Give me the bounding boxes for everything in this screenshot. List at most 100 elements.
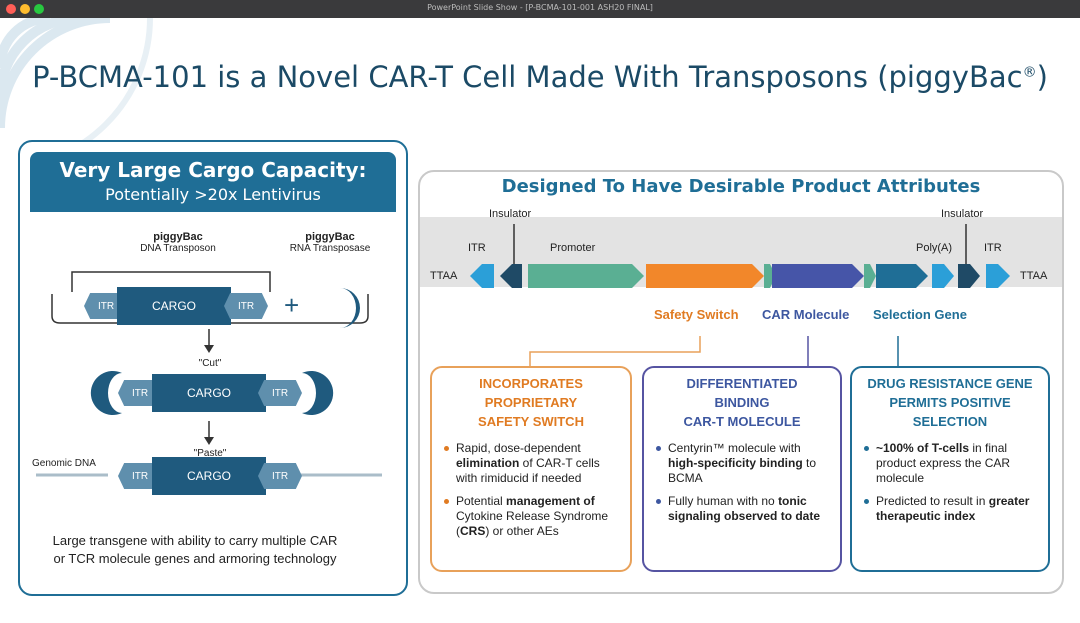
selection-gene-label: Selection Gene <box>873 307 967 322</box>
list-item: Rapid, dose-dependent elimination of CAR… <box>444 441 618 486</box>
linker-2-element <box>864 264 876 288</box>
selection-title-line-2: PERMITS POSITIVE <box>889 395 1011 410</box>
car-title-line-3: CAR-T MOLECULE <box>683 414 801 429</box>
minimize-window-button[interactable] <box>20 4 30 14</box>
selection-gene-box: DRUG RESISTANCE GENE PERMITS POSITIVE SE… <box>850 366 1050 572</box>
car-title-line-1: DIFFERENTIATED <box>686 376 798 391</box>
product-attributes-title: Designed To Have Desirable Product Attri… <box>418 176 1064 197</box>
plus-sign: + <box>284 290 300 320</box>
bullet-text: to BCMA <box>668 456 817 485</box>
bullet-bold: elimination <box>456 456 520 470</box>
polya-element <box>932 264 954 288</box>
selection-title-line-3: SELECTION <box>912 414 988 429</box>
insulator-left-element <box>500 264 522 288</box>
registered-mark: ® <box>1022 64 1037 81</box>
window-titlebar: PowerPoint Slide Show - [P-BCMA-101-001 … <box>0 0 1080 18</box>
car-molecule-bullets: Centyrin™ molecule with high-specificity… <box>656 441 828 524</box>
maximize-window-button[interactable] <box>34 4 44 14</box>
list-item: Centyrin™ molecule with high-specificity… <box>656 441 828 486</box>
car-molecule-box: DIFFERENTIATED BINDING CAR-T MOLECULE Ce… <box>642 366 842 572</box>
bullet-text: Cytokine Release Syndrome ( <box>456 509 609 538</box>
dna-piggybac-text: piggyBac <box>153 231 203 243</box>
window-title: PowerPoint Slide Show - [P-BCMA-101-001 … <box>427 3 653 12</box>
left-caption-line-2: or TCR molecule genes and armoring techn… <box>53 551 337 566</box>
left-caption-line-1: Large transgene with ability to carry mu… <box>52 533 338 548</box>
bullet-text: Predicted to result in <box>876 494 989 508</box>
rna-transposase-label: piggyBac RNA Transposase <box>270 231 390 254</box>
polya-label: Poly(A) <box>916 242 953 254</box>
selection-gene-box-title: DRUG RESISTANCE GENE PERMITS POSITIVE SE… <box>852 374 1048 431</box>
cargo-capacity-title: Very Large Cargo Capacity: <box>59 158 367 182</box>
cut-end-left-icon <box>90 371 122 416</box>
insulator-right-label: Insulator <box>941 208 984 220</box>
cargo-capacity-subtitle: Potentially >20x Lentivirus <box>105 185 321 204</box>
safety-switch-element <box>646 264 764 288</box>
list-item: ~100% of T-cells in final product expres… <box>864 441 1036 486</box>
transposase-icon <box>340 288 360 328</box>
slide-title: P-BCMA-101 is a Novel CAR-T Cell Made Wi… <box>0 60 1080 94</box>
itr-right-label: ITR <box>984 242 1002 254</box>
cargo-capacity-header: Very Large Cargo Capacity: Potentially >… <box>30 152 396 212</box>
bullet-text: Potential <box>456 494 507 508</box>
cargo-block-3: CARGO <box>152 457 266 495</box>
car-molecule-label: CAR Molecule <box>762 307 850 322</box>
safety-switch-box-title: INCORPORATES PROPRIETARY SAFETY SWITCH <box>432 374 630 431</box>
slide-title-end: ) <box>1036 60 1048 94</box>
bullet-bold: ~100% of T-cells <box>876 441 970 455</box>
genomic-dna-label: Genomic DNA <box>32 458 96 469</box>
list-item: Fully human with no tonic signaling obse… <box>656 494 828 524</box>
safety-title-line-3: SAFETY SWITCH <box>478 414 584 429</box>
ttaa-right-label: TTAA <box>1020 270 1048 282</box>
dna-transposon-text: DNA Transposon <box>140 243 216 254</box>
close-window-button[interactable] <box>6 4 16 14</box>
bullet-text: in final product express the CAR molecul… <box>876 441 1011 485</box>
cargo-block-1: CARGO <box>117 287 231 325</box>
gene-construct-diagram <box>470 224 1010 368</box>
selection-title-line-1: DRUG RESISTANCE GENE <box>867 376 1033 391</box>
rna-transposase-text: RNA Transposase <box>289 243 371 254</box>
product-attributes-title-text: Designed To Have Desirable Product Attri… <box>491 176 991 197</box>
selection-gene-bullets: ~100% of T-cells in final product expres… <box>864 441 1036 524</box>
dna-transposon-label: piggyBac DNA Transposon <box>118 231 238 254</box>
itr-right-2: ITR <box>258 380 302 406</box>
safety-title-line-1: INCORPORATES <box>479 376 583 391</box>
itr-right-1: ITR <box>224 293 268 319</box>
paste-label: "Paste" <box>193 448 227 459</box>
car-title-line-2: BINDING <box>714 395 770 410</box>
bullet-text: of CAR-T cells with rimiducid if needed <box>456 456 600 485</box>
bullet-bold: tonic signaling observed to date <box>668 494 821 523</box>
bullet-text: Fully human with no <box>668 494 779 508</box>
ttaa-left-label: TTAA <box>430 270 458 282</box>
promoter-element <box>528 264 644 288</box>
itr-right-element <box>986 264 1010 288</box>
car-molecule-box-title: DIFFERENTIATED BINDING CAR-T MOLECULE <box>644 374 840 431</box>
car-molecule-element <box>772 264 864 288</box>
insulator-left-label: Insulator <box>489 208 532 220</box>
bullet-text: Rapid, dose-dependent <box>456 441 581 455</box>
bullet-bold: greater therapeutic index <box>876 494 1030 523</box>
bullet-bold: CRS <box>460 524 486 538</box>
safety-switch-bullets: Rapid, dose-dependent elimination of CAR… <box>444 441 618 539</box>
bullet-bold: management of <box>506 494 595 508</box>
rna-piggybac-text: piggyBac <box>305 231 355 243</box>
safety-switch-box: INCORPORATES PROPRIETARY SAFETY SWITCH R… <box>430 366 632 572</box>
slide-title-text: P-BCMA-101 is a Novel CAR-T Cell Made Wi… <box>32 60 1023 94</box>
left-caption: Large transgene with ability to carry mu… <box>20 532 370 568</box>
selection-gene-element <box>876 264 928 288</box>
cut-label: "Cut" <box>198 358 222 369</box>
itr-left-label: ITR <box>468 242 486 254</box>
bullet-text: Centyrin™ molecule with <box>668 441 801 455</box>
itr-left-element <box>470 264 494 288</box>
insulator-right-element <box>958 264 980 288</box>
list-item: Potential management of Cytokine Release… <box>444 494 618 539</box>
promoter-label: Promoter <box>550 242 596 254</box>
safety-switch-label: Safety Switch <box>654 307 739 322</box>
bullet-text: ) or other AEs <box>485 524 559 538</box>
slide-canvas[interactable]: P-BCMA-101 is a Novel CAR-T Cell Made Wi… <box>0 18 1080 623</box>
list-item: Predicted to result in greater therapeut… <box>864 494 1036 524</box>
itr-right-3: ITR <box>258 463 302 489</box>
cut-end-right-icon <box>302 371 334 415</box>
cargo-block-2: CARGO <box>152 374 266 412</box>
cargo-capacity-panel: Very Large Cargo Capacity: Potentially >… <box>18 140 408 596</box>
bullet-bold: high-specificity binding <box>668 456 803 470</box>
